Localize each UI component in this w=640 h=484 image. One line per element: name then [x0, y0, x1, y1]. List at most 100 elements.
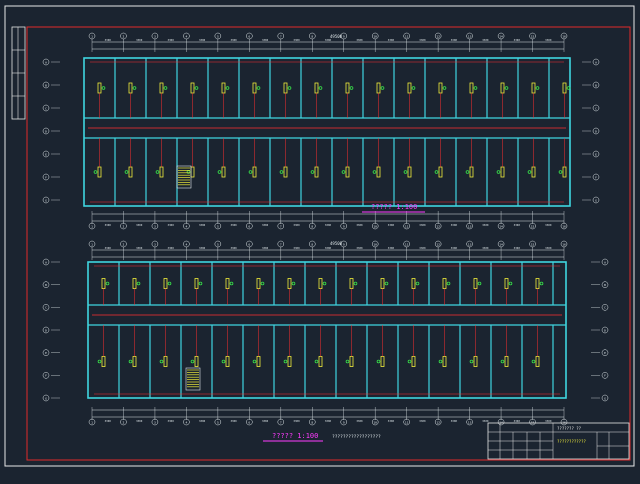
axis-label: 7: [280, 420, 282, 424]
light-fixture: [190, 82, 195, 94]
dimension-text: 3300: [136, 223, 143, 227]
light-fixture: [318, 278, 323, 289]
axis-label: C: [595, 106, 597, 110]
axis-bubble: [592, 173, 600, 181]
axis-bubble: [592, 81, 600, 89]
axis-label: 14: [499, 242, 503, 246]
dimension-text: 3300: [514, 223, 521, 227]
axis-bubble: [42, 258, 50, 266]
axis-bubble: [560, 240, 568, 248]
dimension-text: 3300: [388, 419, 395, 423]
socket-symbol: [465, 170, 470, 174]
axis-label: 10: [373, 242, 377, 246]
axis-label: E: [45, 152, 47, 156]
light-fixture: [256, 356, 261, 367]
light-fixture: [252, 82, 257, 94]
axis-label: 4: [185, 420, 187, 424]
axis-label: 11: [405, 34, 409, 38]
light-fixture: [442, 278, 447, 289]
dimension-text: 3300: [325, 38, 332, 42]
switch-symbol: [198, 281, 203, 286]
light-fixture: [469, 82, 474, 94]
axis-label: 5: [217, 224, 219, 228]
dimension-text: 3300: [545, 223, 552, 227]
light-fixture: [283, 166, 288, 178]
dimension-text: 3300: [325, 223, 332, 227]
axis-label: C: [45, 106, 47, 110]
axis-label: 3: [154, 242, 156, 246]
switch-symbol: [353, 281, 358, 286]
axis-bubble: [183, 222, 190, 230]
axis-label: 6: [248, 420, 250, 424]
lower-plan-overall-dimension: 49500: [330, 241, 343, 246]
axis-label: 11: [405, 420, 409, 424]
axis-bubble: [151, 32, 159, 40]
light-fixture: [380, 278, 385, 289]
dimension-text: 3300: [545, 419, 552, 423]
axis-bubble: [88, 32, 96, 40]
axis-bubble: [601, 372, 609, 379]
switch-symbol: [380, 86, 385, 90]
axis-label: E: [595, 152, 597, 156]
axis-bubble: [497, 240, 505, 248]
light-fixture: [500, 166, 505, 178]
dimension-text: 3300: [168, 246, 175, 250]
light-fixture: [438, 166, 443, 178]
light-fixture: [314, 166, 319, 178]
axis-label: 7: [280, 242, 282, 246]
axis-bubble: [120, 240, 127, 248]
socket-symbol: [217, 170, 222, 174]
axis-bubble: [497, 32, 505, 40]
switch-symbol: [504, 86, 509, 90]
axis-bubble: [601, 281, 609, 288]
switch-symbol: [167, 281, 172, 286]
dimension-text: 3300: [388, 38, 395, 42]
dimension-text: 3300: [325, 419, 332, 423]
light-fixture: [411, 278, 416, 289]
upper-plan-overall-dimension: 49500: [330, 34, 343, 39]
dimension-text: 3300: [451, 38, 458, 42]
socket-symbol: [124, 170, 129, 174]
axis-bubble: [246, 32, 253, 40]
axis-label: G: [45, 198, 47, 202]
switch-symbol: [225, 86, 230, 90]
axis-bubble: [497, 222, 505, 230]
light-fixture: [97, 166, 102, 178]
axis-bubble: [466, 418, 473, 426]
switch-symbol: [291, 281, 296, 286]
light-fixture: [380, 356, 385, 367]
axis-label: 14: [499, 420, 503, 424]
switch-symbol: [566, 86, 571, 90]
axis-label: G: [45, 396, 47, 400]
axis-bubble: [42, 150, 50, 158]
dimension-text: 3300: [199, 419, 206, 423]
dimension-text: 3300: [356, 246, 363, 250]
axis-label: F: [45, 175, 47, 179]
axis-label: 9: [343, 420, 345, 424]
lower-plan-scale-label: ????? 1:100: [272, 432, 318, 440]
dimension-text: 3300: [325, 246, 332, 250]
axis-label: 1: [91, 34, 93, 38]
switch-symbol: [287, 86, 292, 90]
axis-label: 16: [562, 224, 566, 228]
axis-label: 5: [217, 34, 219, 38]
switch-symbol: [256, 86, 261, 90]
axis-label: 6: [248, 224, 250, 228]
axis-label: B: [604, 283, 606, 287]
axis-label: 6: [248, 34, 250, 38]
axis-label: 15: [531, 420, 535, 424]
switch-symbol: [105, 281, 110, 286]
light-fixture: [442, 356, 447, 367]
axis-label: 8: [311, 420, 313, 424]
axis-bubble: [371, 418, 379, 426]
socket-symbol: [128, 359, 133, 364]
axis-label: 13: [468, 34, 472, 38]
light-fixture: [473, 278, 478, 289]
dimension-text: 3300: [356, 223, 363, 227]
dimension-text: 3300: [199, 246, 206, 250]
switch-symbol: [415, 281, 420, 286]
axis-bubble: [214, 240, 222, 248]
axis-bubble: [434, 222, 442, 230]
axis-bubble: [497, 418, 505, 426]
axis-bubble: [214, 222, 222, 230]
